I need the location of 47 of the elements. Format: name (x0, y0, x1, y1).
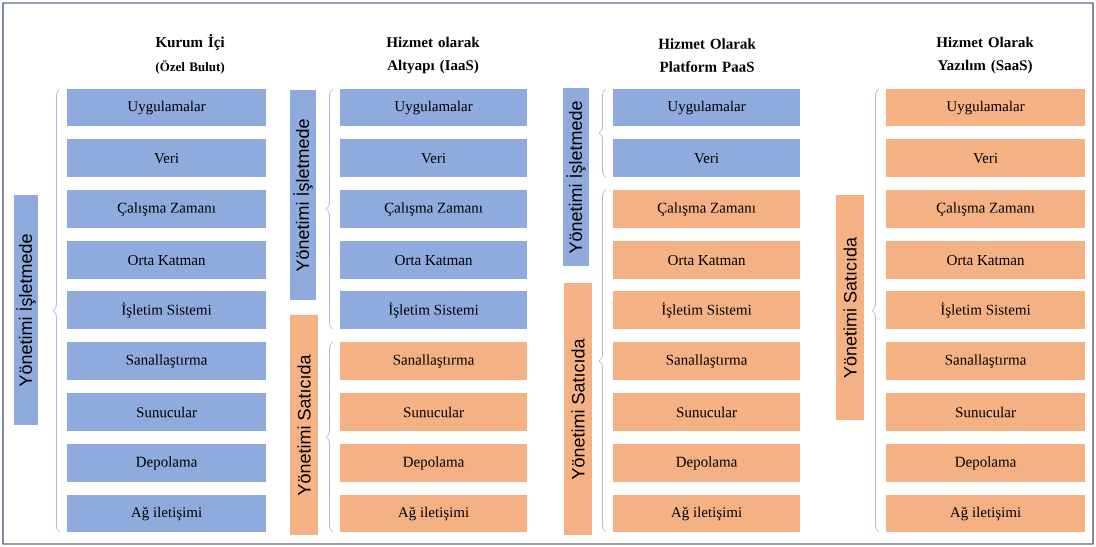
vertical-label-box: Yönetimi İşletmede (14, 195, 38, 425)
vertical-label-box: Yönetimi Satıcıda (290, 315, 318, 535)
category-box: Çalışma Zamanı (886, 190, 1085, 228)
category-box: İşletim Sistemi (340, 291, 527, 329)
category-box: Veri (886, 139, 1085, 177)
column-title: Hizmet Olarak Platform PaaS (658, 38, 756, 72)
category-box: Sanallaştırma (613, 342, 800, 380)
category-box: Sunucular (886, 393, 1085, 431)
category-box: Ağ iletişimi (613, 495, 800, 532)
category-box: Depolama (340, 444, 527, 482)
category-box: Ağ iletişimi (67, 495, 266, 532)
category-box: Sanallaştırma (886, 342, 1085, 380)
category-box: Veri (67, 139, 266, 177)
category-box: Orta Katman (67, 241, 266, 279)
vertical-label-box: Yönetimi Satıcıda (564, 283, 592, 535)
category-box: İşletim Sistemi (67, 291, 266, 329)
category-box: Uygulamalar (886, 89, 1085, 126)
category-box: İşletim Sistemi (613, 291, 800, 329)
column-title: (Özel Bulut) (155, 60, 225, 74)
category-box: Orta Katman (340, 241, 527, 279)
category-box: Çalışma Zamanı (67, 190, 266, 228)
column-title: Hizmet olarak Altyapı (IaaS) (386, 36, 480, 74)
vertical-label-box: Yönetimi İşletmede (563, 88, 589, 266)
category-box: Ağ iletişimi (886, 495, 1085, 532)
category-box: Uygulamalar (340, 89, 527, 126)
category-box: Sunucular (67, 393, 266, 431)
category-box: Uygulamalar (613, 89, 800, 126)
category-box: Çalışma Zamanı (340, 190, 527, 228)
vertical-label-box: Yönetimi İşletmede (290, 90, 316, 300)
category-box: Sanallaştırma (67, 342, 266, 380)
category-box: Çalışma Zamanı (613, 190, 800, 228)
category-box: Depolama (67, 444, 266, 482)
category-box: Veri (613, 139, 800, 177)
category-box: Veri (340, 139, 527, 177)
column-title: Hizmet Olarak Yazılım (SaaS) (936, 36, 1034, 74)
category-box: Sanallaştırma (340, 342, 527, 380)
category-box: Orta Katman (613, 241, 800, 279)
category-box: Sunucular (613, 393, 800, 431)
category-box: Orta Katman (886, 241, 1085, 279)
category-box: İşletim Sistemi (886, 291, 1085, 329)
category-box: Uygulamalar (67, 89, 266, 126)
category-box: Depolama (886, 444, 1085, 482)
category-box: Depolama (613, 444, 800, 482)
category-box: Sunucular (340, 393, 527, 431)
vertical-label-box: Yönetimi Satıcıda (836, 195, 864, 420)
category-box: Ağ iletişimi (340, 495, 527, 532)
column-title: Kurum İçi (155, 34, 225, 50)
